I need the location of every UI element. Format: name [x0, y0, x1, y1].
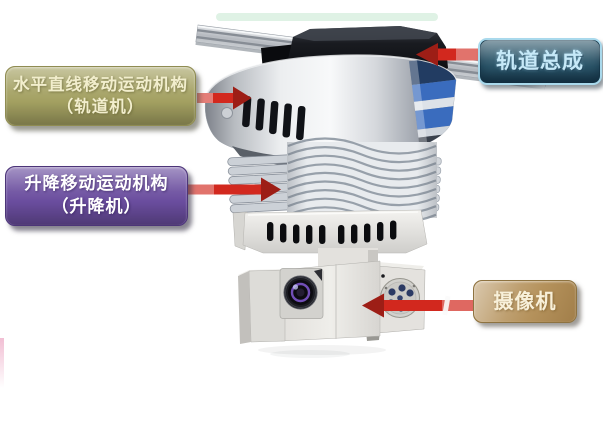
camera-head [238, 248, 426, 344]
label-horizontal-mechanism: 水平直线移动运动机构 （轨道机） [5, 66, 196, 126]
screw-detail [221, 107, 233, 119]
arrow-to-drive-head [197, 86, 252, 110]
edge-artifact [0, 338, 4, 388]
connector-plate [380, 278, 420, 318]
vent-slots [242, 96, 306, 141]
ceiling-reflection [216, 13, 438, 21]
camera-lens [283, 275, 318, 310]
label-text: 摄像机 [493, 289, 557, 313]
camera-left-cap [238, 269, 286, 344]
housing-vent-slots [267, 220, 397, 244]
drop-shadow [270, 350, 350, 358]
label-rail-assembly: 轨道总成 [478, 38, 602, 85]
label-line-2: （轨道机） [56, 97, 145, 116]
label-line-1: 升降移动运动机构 [24, 174, 169, 195]
arrow-to-camera [362, 293, 477, 318]
label-camera: 摄像机 [473, 280, 577, 323]
label-lift-mechanism: 升降移动运动机构 （升降机） [5, 166, 188, 226]
lift-housing [232, 209, 428, 254]
label-line-1: 水平直线移动运动机构 [13, 74, 188, 94]
label-line-2: （升降机） [51, 197, 142, 217]
arrow-to-bellows [186, 177, 281, 202]
label-text: 轨道总成 [496, 49, 584, 74]
drop-shadow [258, 345, 386, 355]
arrow-to-rail [416, 43, 480, 66]
